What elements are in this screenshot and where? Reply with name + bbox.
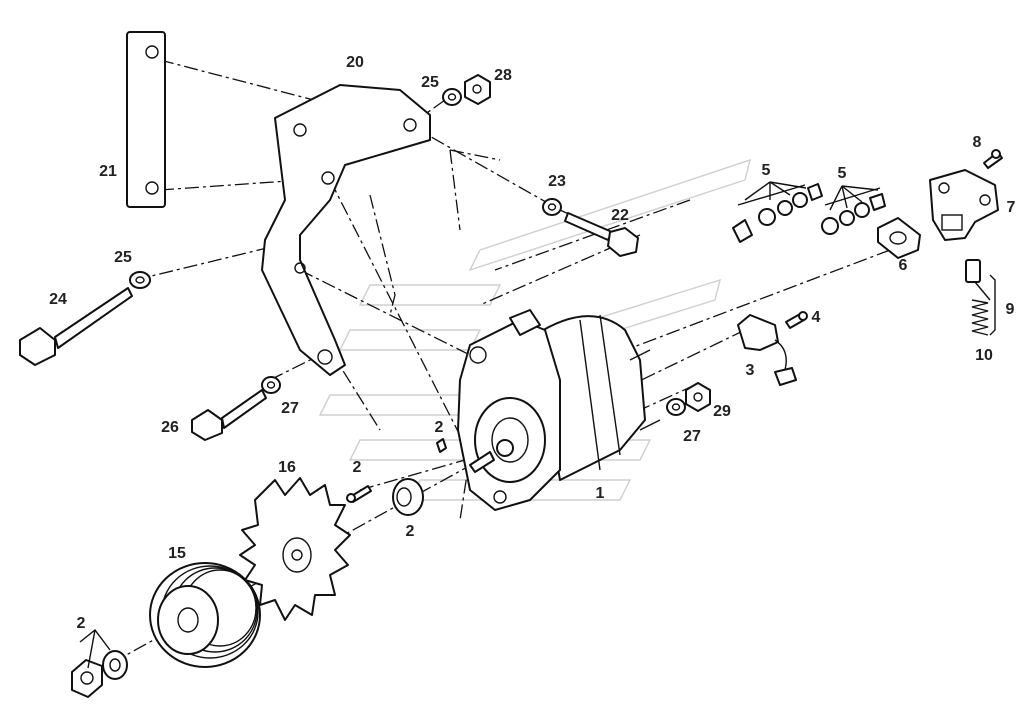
label-part-7: 7	[1007, 199, 1016, 216]
part-5-terminal-kit-a	[732, 183, 823, 243]
label-part-16: 16	[278, 459, 296, 476]
label-part-15: 15	[168, 545, 186, 562]
part-2-spacer	[392, 478, 424, 516]
part-25-washer-top	[442, 88, 462, 106]
label-part-2: 2	[435, 419, 444, 436]
part-26-bolt	[191, 389, 267, 441]
label-part-8: 8	[973, 134, 982, 151]
part-6-gasket	[877, 217, 921, 259]
part-27-washer	[261, 376, 281, 394]
part-8-screw	[983, 149, 1003, 169]
leader-lines	[79, 181, 996, 669]
label-part-2: 2	[77, 615, 86, 632]
part-1-alternator	[457, 309, 661, 511]
part-25-washer	[129, 271, 151, 289]
label-part-27: 27	[683, 428, 701, 445]
label-part-6: 6	[899, 257, 908, 274]
part-15-pulley	[149, 562, 261, 668]
part-20-bracket	[261, 84, 431, 376]
part-28-nut	[464, 74, 491, 105]
label-part-28: 28	[494, 67, 512, 84]
label-part-25: 25	[114, 249, 132, 266]
label-part-22: 22	[611, 207, 629, 224]
part-labels: 1 2 2 2 2 3 4 5 5 6 7 8 9 10 15 16 20 21…	[49, 54, 1015, 632]
label-part-23: 23	[548, 173, 566, 190]
part-5-terminal-kit-b	[821, 187, 886, 235]
part-21-plate	[126, 31, 166, 208]
label-part-2: 2	[353, 459, 362, 476]
part-2-washer-pulley	[102, 650, 128, 680]
label-part-9: 9	[1006, 301, 1015, 318]
label-part-27: 27	[281, 400, 299, 417]
part-9-brush	[965, 259, 991, 301]
label-part-24: 24	[49, 291, 67, 308]
label-part-1: 1	[596, 485, 605, 502]
label-part-4: 4	[812, 309, 821, 326]
part-16-fan	[239, 477, 351, 621]
part-7-regulator	[929, 169, 999, 241]
part-23-washer	[542, 198, 562, 216]
label-part-21: 21	[99, 163, 117, 180]
part-4-screw	[785, 311, 808, 329]
part-24-bolt	[19, 287, 133, 366]
part-2-nut-pulley	[71, 659, 103, 698]
label-part-29: 29	[713, 403, 731, 420]
part-29-nut	[685, 382, 711, 412]
label-part-3: 3	[746, 362, 755, 379]
part-2-key	[436, 438, 447, 453]
label-part-25: 25	[421, 74, 439, 91]
part-22-bolt	[564, 212, 639, 257]
label-part-20: 20	[346, 54, 364, 71]
label-part-2: 2	[406, 523, 415, 540]
part-27-washer-right	[666, 398, 686, 416]
label-part-10: 10	[975, 347, 993, 364]
label-part-26: 26	[161, 419, 179, 436]
part-10-spring	[971, 299, 989, 336]
part-2-screw	[346, 485, 372, 503]
label-part-5: 5	[838, 165, 847, 182]
label-part-5: 5	[762, 162, 771, 179]
part-3-cover	[737, 314, 797, 386]
